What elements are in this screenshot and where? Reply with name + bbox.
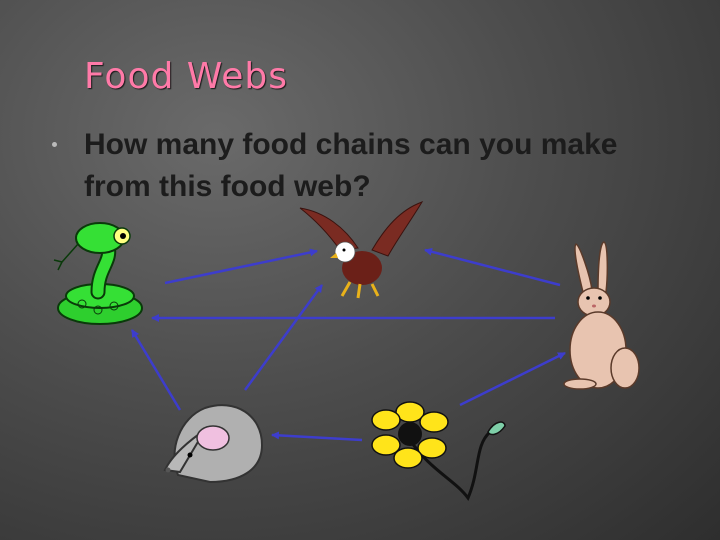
arrow-mouse-to-eagle [243,284,324,391]
arrow-flower-to-mouse [271,431,363,442]
slide-title: Food Webs [84,56,289,97]
energy-flow-arrows [130,247,566,442]
arrow-mouse-to-snake [130,329,182,411]
eagle-icon [299,201,424,299]
arrow-snake-to-eagle [164,248,318,285]
arrow-rabbit-to-eagle [424,247,561,287]
bullet-point [52,142,57,147]
snake-icon [53,222,143,325]
arrow-flower-to-rabbit [459,351,566,407]
question-text: How many food chains can you make from t… [84,128,618,203]
mouse-icon [163,404,264,484]
rabbit-icon [563,241,640,390]
flower-icon [371,401,506,502]
